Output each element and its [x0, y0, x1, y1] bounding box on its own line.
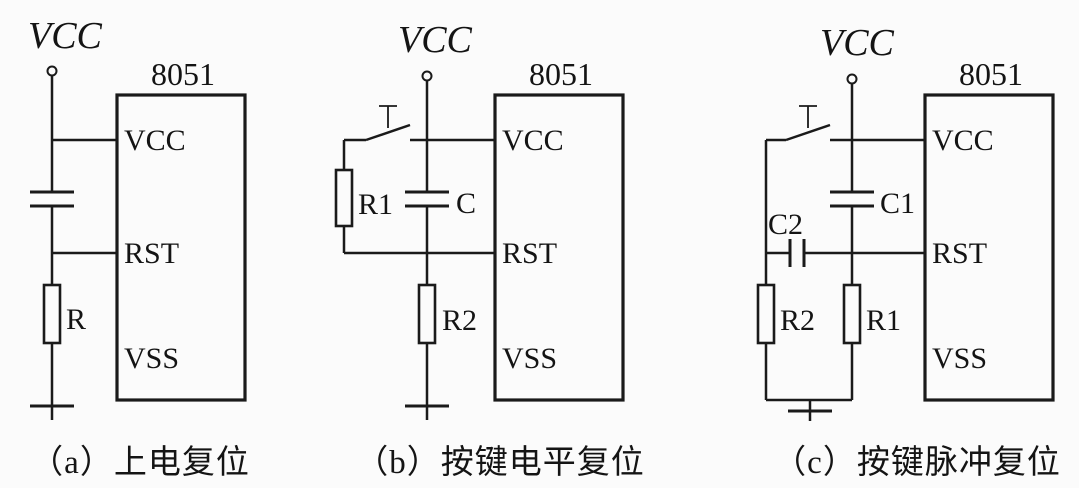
chip-8051: [923, 93, 1055, 402]
resistor-r1: [842, 283, 862, 345]
ground-icon: [788, 400, 832, 421]
resistor-r: [42, 283, 62, 345]
wires: [50, 75, 117, 420]
resistor-r2-label: R2: [780, 304, 815, 337]
chip-8051: [115, 93, 247, 402]
resistor-r2: [417, 283, 437, 345]
circuit-key-pulse-reset: VCC C2 C1 R2 R1 8051 VCC RST VSS （c）按键脉冲…: [756, 22, 1061, 481]
pin-vss-label: VSS: [124, 342, 179, 375]
circuit-key-level-reset: VCC R1 C R2 8051 VCC RST VSS （b）按键电平复位: [334, 19, 645, 481]
capacitor-c1-label: C1: [880, 187, 915, 220]
vcc-terminal-node: [421, 70, 433, 82]
caption-b: （b）按键电平复位: [355, 444, 645, 481]
pushbutton-switch-icon: [344, 105, 427, 142]
resistor-r1: [334, 168, 354, 228]
pin-rst-label: RST: [932, 237, 987, 270]
vcc-supply-label: VCC: [820, 22, 895, 64]
resistor-r2: [756, 283, 776, 345]
caption-a: （a）上电复位: [30, 444, 250, 481]
pin-vcc-label: VCC: [932, 124, 994, 157]
vcc-supply-label: VCC: [398, 19, 473, 61]
pin-rst-label: RST: [502, 237, 557, 270]
chip-8051: [493, 93, 625, 402]
pin-vss-label: VSS: [932, 342, 987, 375]
chip-name-label: 8051: [529, 56, 593, 92]
pin-vcc-label: VCC: [124, 124, 186, 157]
vcc-terminal-node: [46, 65, 58, 77]
capacitor-c1: [830, 190, 874, 208]
pin-rst-label: RST: [124, 237, 179, 270]
pushbutton-switch-icon: [766, 105, 852, 142]
caption-c: （c）按键脉冲复位: [773, 444, 1061, 481]
capacitor-c: [405, 190, 449, 208]
capacitor-c-label: C: [456, 187, 476, 220]
capacitor-c2-label: C2: [768, 208, 803, 241]
wires: [764, 83, 925, 402]
capacitor-c2: [788, 239, 806, 267]
vcc-terminal-node: [846, 73, 858, 85]
chip-name-label: 8051: [959, 56, 1023, 92]
resistor-r1-label: R1: [358, 188, 393, 221]
resistor-r-label: R: [66, 303, 86, 336]
capacitor: [30, 190, 74, 208]
pin-vcc-label: VCC: [502, 124, 564, 157]
resistor-r1-label: R1: [866, 304, 901, 337]
circuit-power-on-reset: VCC R 8051 VCC RST VSS （a）上电复位: [28, 15, 250, 481]
chip-name-label: 8051: [151, 56, 215, 92]
vcc-supply-label: VCC: [28, 15, 103, 57]
wires: [342, 80, 495, 420]
resistor-r2-label: R2: [442, 304, 477, 337]
pin-vss-label: VSS: [502, 342, 557, 375]
